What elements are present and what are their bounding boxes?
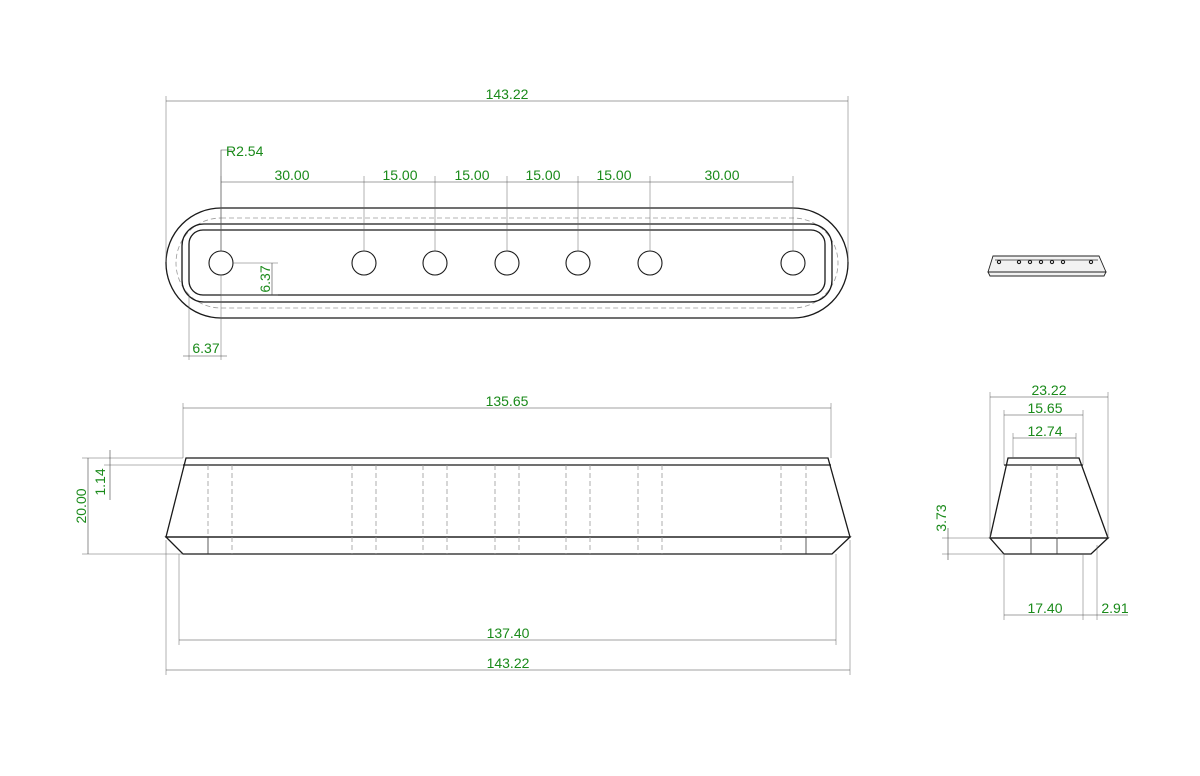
isometric-hole (1049, 259, 1055, 265)
side-view-base (988, 537, 1110, 555)
dim-spacing: 30.00 (704, 167, 739, 183)
dim-top-overall-length: 143.22 (486, 86, 529, 102)
front-view-base (164, 536, 852, 555)
front-view: 135.65 20.00 1.14 137.40 143.22 (73, 393, 852, 675)
top-view: 143.22 R2.54 30.00 15.00 15.00 15.00 15.… (165, 86, 849, 360)
dim-spacing: 30.00 (274, 167, 309, 183)
dim-side-width-overall: 23.22 (1031, 382, 1066, 398)
dim-side-base-width: 17.40 (1027, 600, 1062, 616)
dim-radius: R2.54 (226, 143, 264, 159)
isometric-hole (1016, 259, 1022, 265)
hole (565, 250, 591, 276)
side-view: 23.22 15.65 12.74 3.73 17.40 2.91 (933, 382, 1129, 620)
dim-hole-offset-x: 6.37 (192, 340, 219, 356)
isometric-hole (1038, 259, 1044, 265)
dim-front-top-length: 135.65 (486, 393, 529, 409)
dim-hole-offset-y: 6.37 (257, 265, 273, 292)
dim-spacing: 15.00 (596, 167, 631, 183)
hole (494, 250, 520, 276)
top-view-hidden-outline (175, 217, 839, 309)
hole (351, 250, 377, 276)
isometric-hole (1088, 259, 1094, 265)
dim-side-width-top: 12.74 (1027, 423, 1062, 439)
radius-leader (220, 149, 232, 251)
dim-side-base-height: 3.73 (933, 504, 949, 531)
dim-front-bottom-overall: 143.22 (487, 655, 530, 671)
hole (637, 250, 663, 276)
isometric-body (987, 255, 1107, 273)
dim-front-chamfer: 1.14 (92, 468, 108, 495)
side-view-body (989, 457, 1109, 539)
isometric-hole (1027, 259, 1033, 265)
isometric-base (987, 271, 1107, 277)
dim-front-height: 20.00 (73, 488, 89, 523)
hole (422, 250, 448, 276)
dim-spacing: 15.00 (525, 167, 560, 183)
dim-side-width-mid: 15.65 (1027, 400, 1062, 416)
dim-spacing: 15.00 (382, 167, 417, 183)
dim-front-bottom-inner: 137.40 (487, 625, 530, 641)
hole (208, 250, 234, 276)
isometric-hole (1060, 259, 1066, 265)
isometric-hole (996, 259, 1002, 265)
dim-spacing: 15.00 (454, 167, 489, 183)
hole (780, 250, 806, 276)
front-view-body (165, 457, 851, 538)
dim-side-base-step: 2.91 (1101, 600, 1128, 616)
isometric-view (987, 255, 1107, 277)
